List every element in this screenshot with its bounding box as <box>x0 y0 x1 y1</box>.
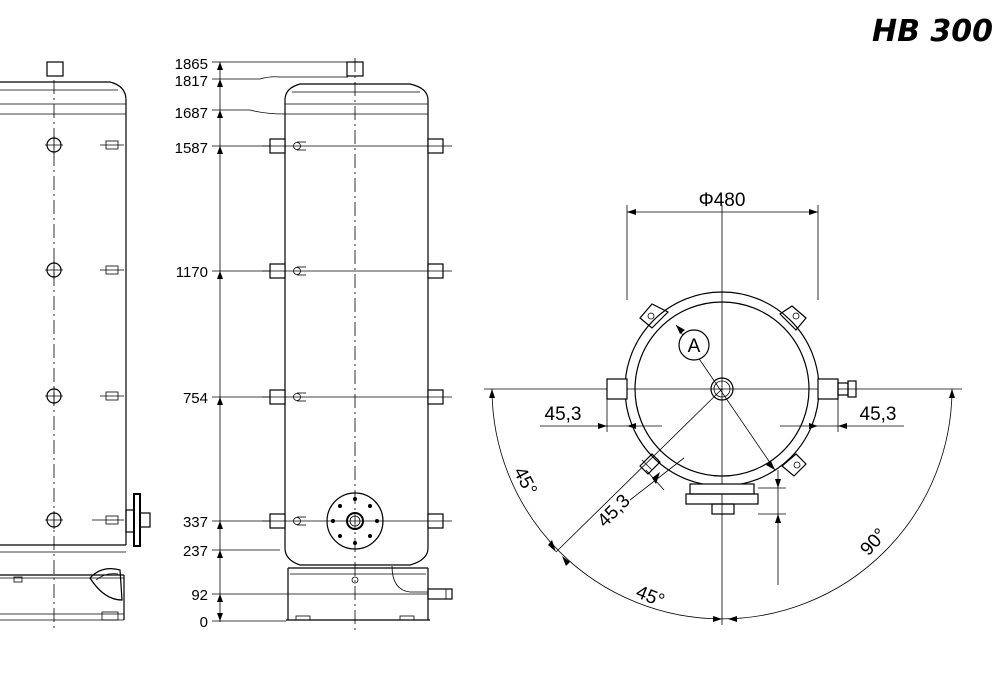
plan-view: A Φ480 45,3 45,3 45,3 <box>484 190 962 625</box>
angle-bottom-label: 45° <box>633 582 668 612</box>
left-offset-label: 45,3 <box>545 404 582 425</box>
front-connections <box>269 138 444 529</box>
sensor-sockets <box>92 140 124 525</box>
left-side-view <box>0 61 151 630</box>
elev-label: 1170 <box>176 264 208 281</box>
diameter-label: Φ480 <box>699 190 746 211</box>
angle-left-label: 45° <box>509 464 541 499</box>
front-view <box>262 58 453 630</box>
mounting-lugs <box>639 303 807 477</box>
elev-label: 337 <box>183 514 208 531</box>
elev-label: 1587 <box>175 140 208 157</box>
side-port-circles <box>45 136 63 529</box>
elev-label: 92 <box>191 587 208 604</box>
right-offset-label: 45,3 <box>860 404 897 425</box>
elev-label: 237 <box>183 543 208 560</box>
elev-label: 1865 <box>175 56 208 73</box>
elev-label: 0 <box>200 614 208 631</box>
drawing-title: HB 300 <box>872 14 994 49</box>
elevation-dimensions: 1865 1817 1687 1587 1170 754 337 237 92 … <box>175 56 428 631</box>
diag-offset-label: 45,3 <box>594 491 635 532</box>
angle-right-label: 90° <box>856 525 891 560</box>
marker-a: A <box>688 336 701 357</box>
elev-label: 1817 <box>175 73 208 90</box>
elev-label: 1687 <box>175 105 208 122</box>
elev-label: 754 <box>183 390 208 407</box>
